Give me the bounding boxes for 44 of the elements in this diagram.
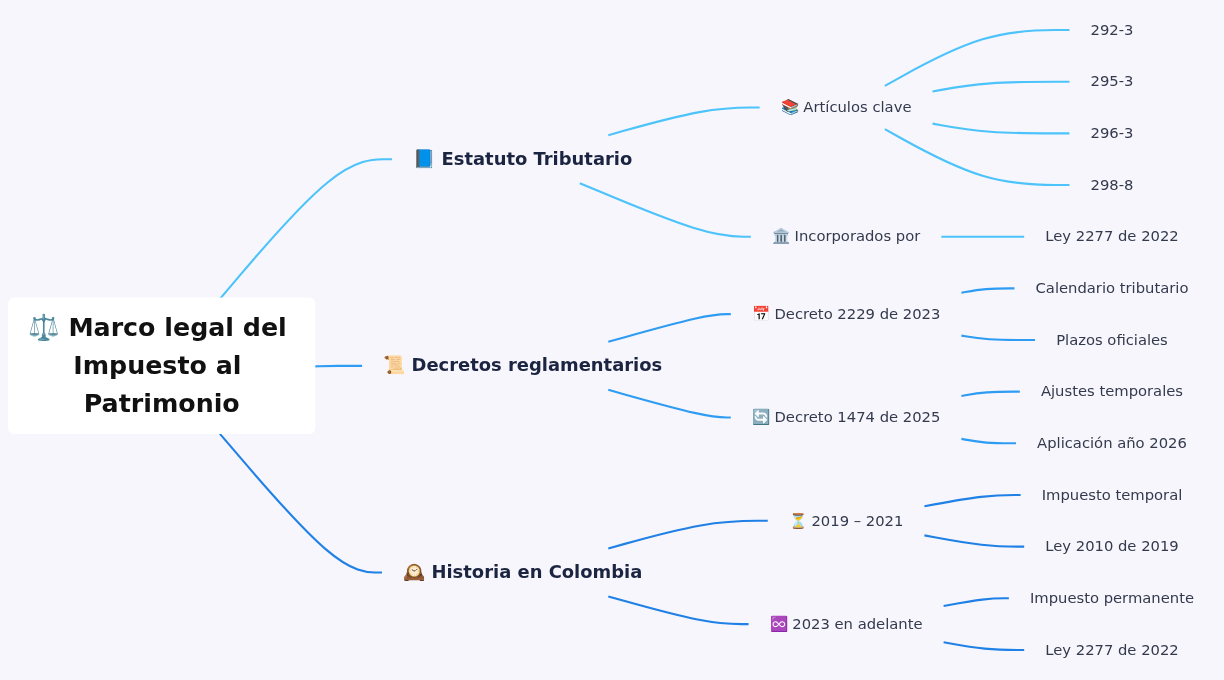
node-text: 📘 Estatuto Tributario [413,147,633,169]
connector [941,235,1025,238]
connector [608,313,731,343]
node-text: Ley 2277 de 2022 [1045,640,1179,658]
node-text: 295-3 [1090,72,1134,90]
connector [961,287,1015,294]
connector [219,433,382,574]
node-text: Impuesto temporal [1041,486,1183,503]
connector [315,364,363,368]
connector [608,388,731,419]
connector [932,80,1070,93]
connector [943,641,1025,651]
node-text: Aplicación año 2026 [1037,434,1187,452]
connector [961,437,1016,445]
connector [884,29,1070,87]
connector [932,122,1070,135]
connector [608,595,749,626]
node-text: 📜 Decretos reglamentarios [383,354,663,376]
connector [961,334,1036,342]
connector [608,519,768,550]
connector [579,182,751,238]
node-text: 📚 Artículos clave [780,98,912,116]
node-text: 292-3 [1090,21,1134,38]
node-text: Plazos oficiales [1056,331,1168,348]
connector [219,158,392,300]
node-text: Ley 2277 de 2022 [1045,227,1179,245]
node-text: 296-3 [1090,124,1134,142]
node-text: 🔄 Decreto 1474 de 2025 [751,408,941,426]
node-text: 📅 Decreto 2229 de 2023 [751,305,941,323]
connector [924,493,1021,508]
node-text: Impuesto permanente [1029,589,1195,607]
connector [924,534,1025,548]
node-text: ♾ 2023 en adelante [769,615,923,633]
node-text: Calendario tributario [1035,279,1189,297]
connector [943,597,1009,608]
node-text: 🏛 Incorporados por [771,227,921,245]
node-text: ⏳ 2019 – 2021 [788,511,904,529]
node-text: 🕰 Historia en Colombia [403,561,643,583]
connector [884,128,1070,187]
connector [961,390,1020,398]
node-text: Ajustes temporales [1040,382,1184,400]
node-text: 298-8 [1090,176,1134,193]
node-text: Ley 2010 de 2019 [1045,537,1179,555]
connector [608,106,760,137]
